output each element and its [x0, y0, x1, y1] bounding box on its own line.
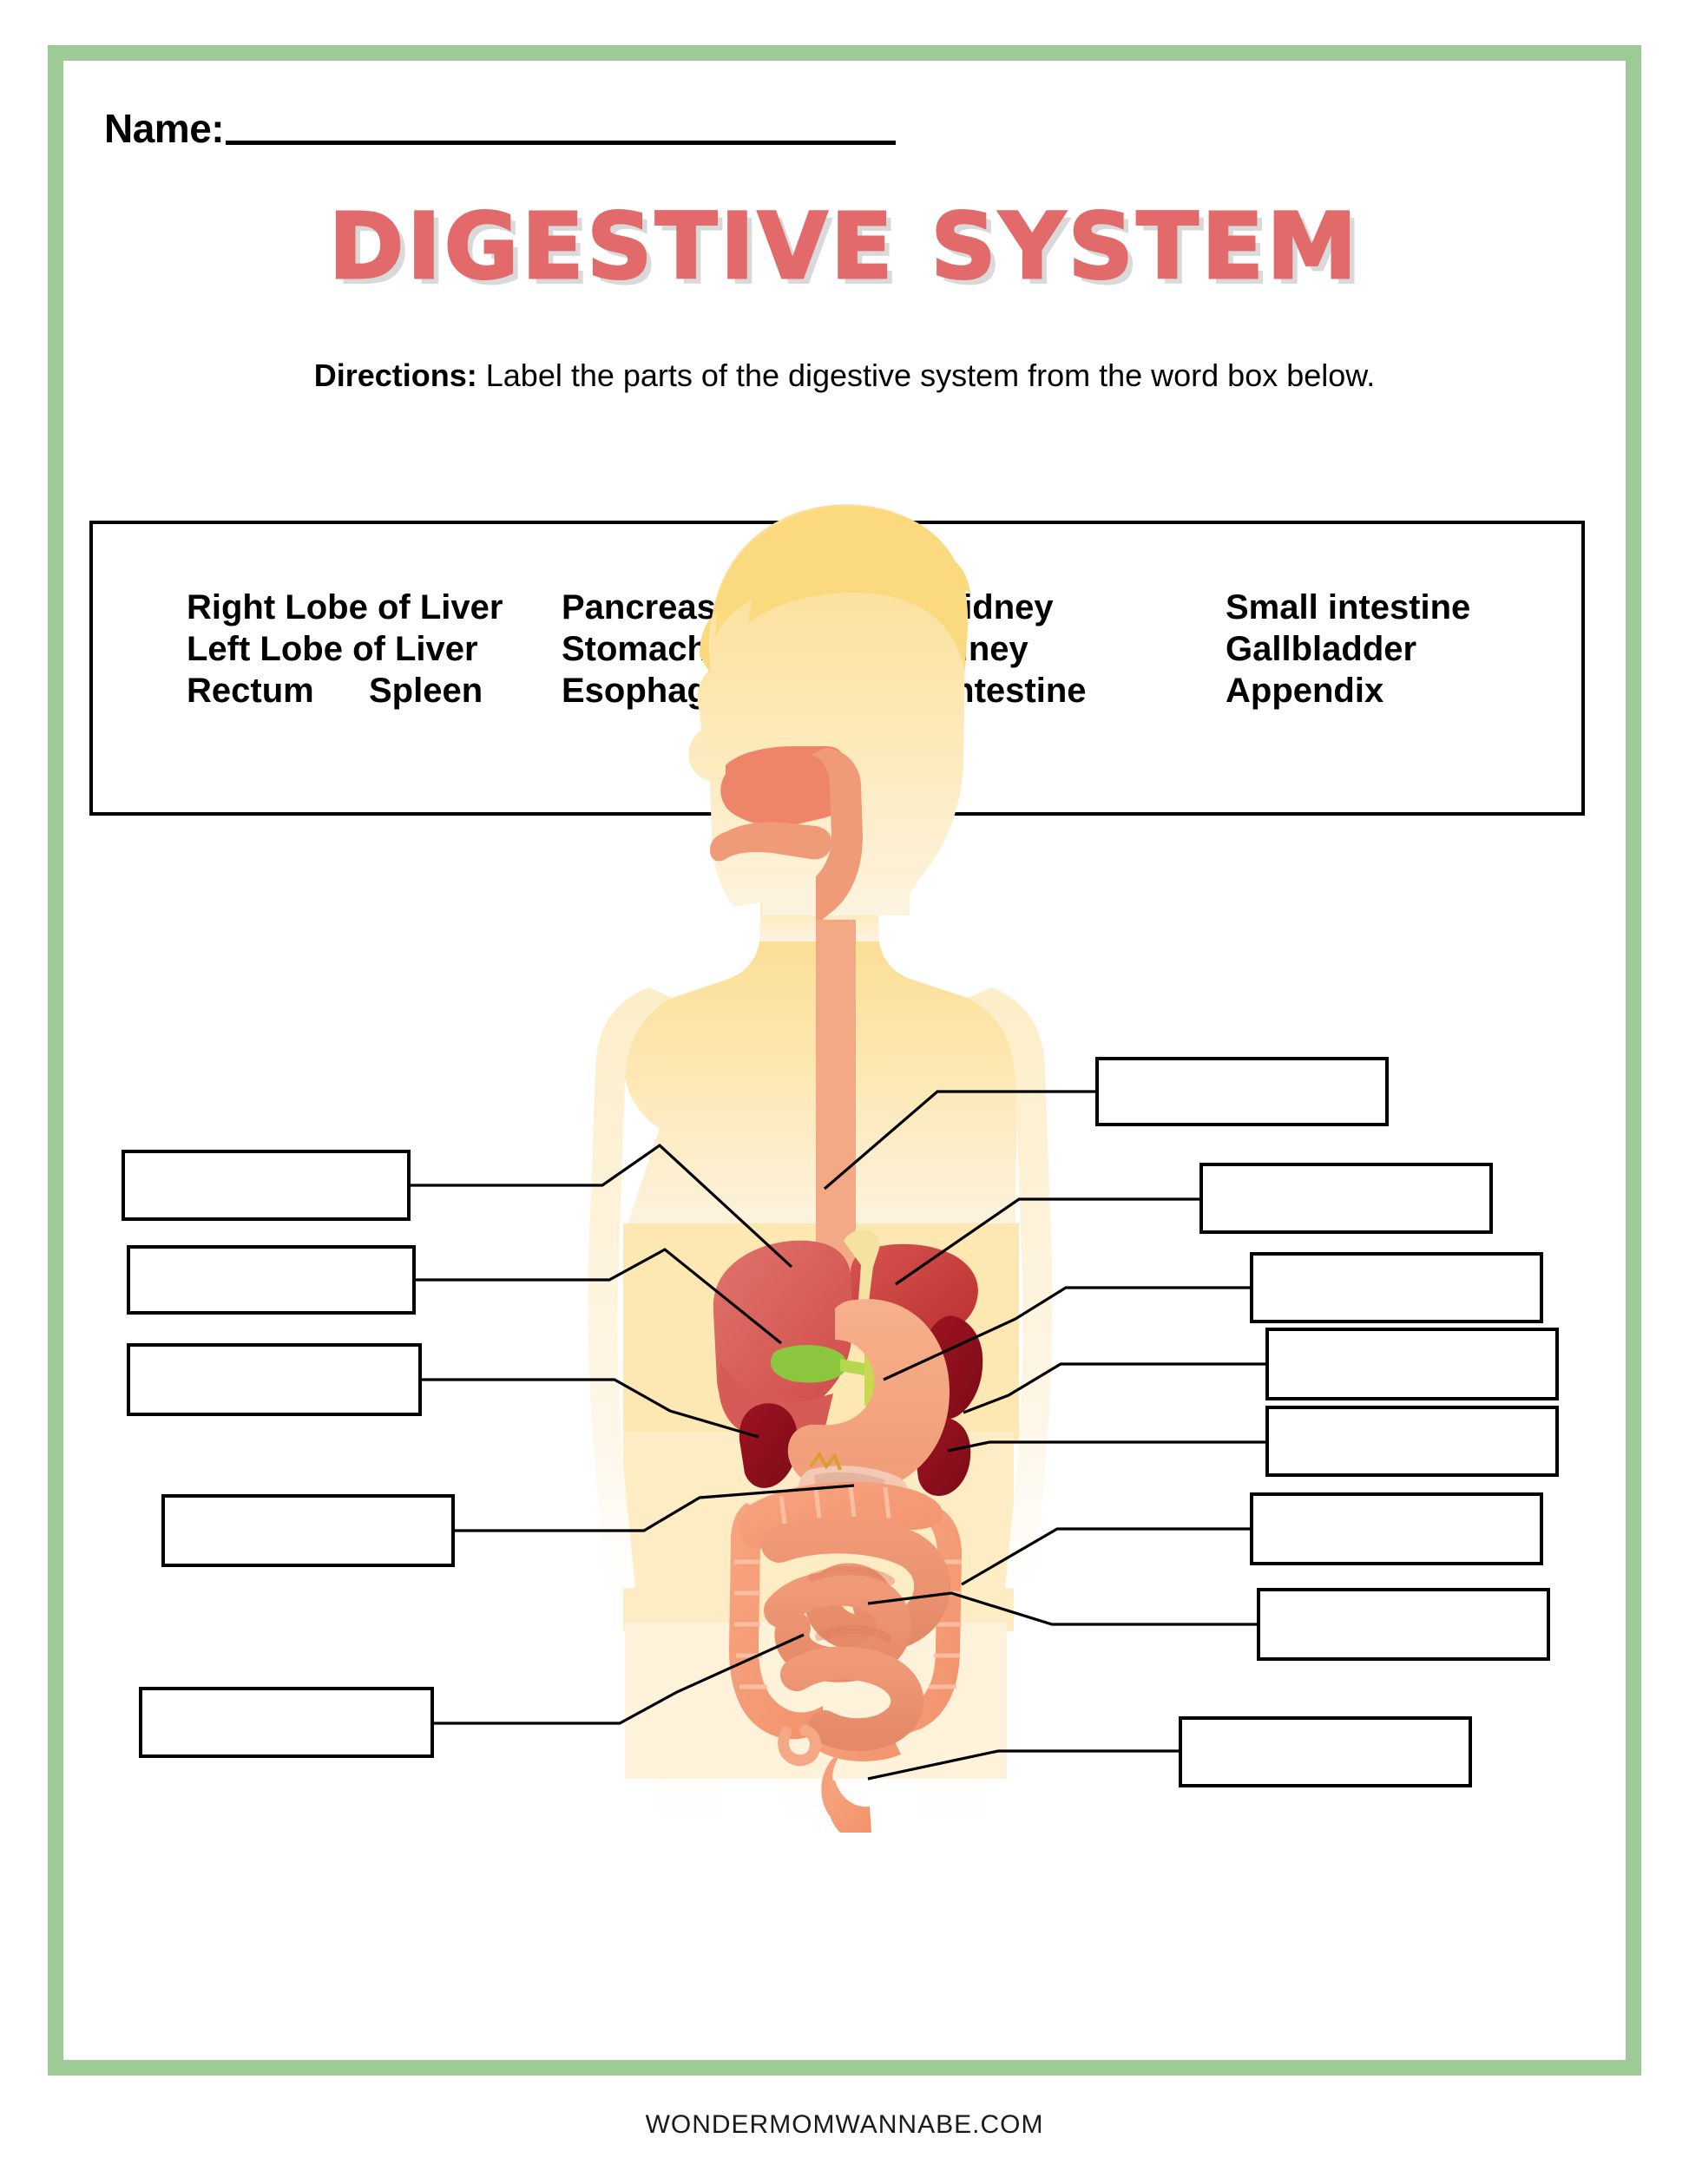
answer-box-left-2[interactable] [127, 1245, 416, 1315]
appendix [778, 1724, 822, 1767]
answer-box-right-3[interactable] [1250, 1252, 1543, 1323]
word-bank-term[interactable]: Stomach [562, 630, 708, 668]
word-bank-term[interactable]: Gallbladder [1226, 630, 1417, 668]
answer-box-right-7[interactable] [1257, 1588, 1550, 1661]
word-bank-term[interactable]: Pancreas [562, 588, 716, 626]
word-bank-term[interactable]: Appendix [1226, 672, 1384, 710]
word-bank-term[interactable]: Spleen [369, 672, 483, 710]
answer-box-right-4[interactable] [1265, 1328, 1559, 1400]
leader-lines [411, 1090, 1265, 1781]
answer-box-right-1[interactable] [1095, 1057, 1389, 1126]
leader-liver-right-lobe [411, 1143, 793, 1269]
answer-box-right-8[interactable] [1179, 1716, 1472, 1787]
word-bank-term[interactable]: Small intestine [1226, 588, 1471, 626]
answer-box-left-4[interactable] [161, 1494, 455, 1567]
leader-spleen [963, 1362, 1265, 1414]
name-label: Name: [104, 106, 225, 151]
answer-box-right-2[interactable] [1199, 1163, 1493, 1234]
leader-pancreas [455, 1484, 855, 1532]
footer-site-credit: WONDERMOMWANNABE.COM [645, 2110, 1044, 2139]
leader-gallbladder [416, 1248, 783, 1345]
leader-liver-left-lobe [895, 1197, 1199, 1286]
answer-box-right-6[interactable] [1250, 1492, 1543, 1565]
word-bank-term[interactable]: Left Lobe of Liver [187, 630, 478, 668]
directions-line: Directions: Label the parts of the diges… [0, 357, 1689, 394]
leader-appendix [434, 1633, 805, 1725]
page-title: DIGESTIVE SYSTEM [327, 193, 1361, 299]
rectum [821, 1751, 871, 1833]
answer-box-left-5[interactable] [139, 1687, 434, 1758]
word-bank-term[interactable]: Rectum [187, 672, 314, 710]
name-row: Name: [104, 106, 897, 151]
leader-kidney-left [947, 1440, 1265, 1453]
stomach [787, 1298, 950, 1495]
leader-rectum [867, 1749, 1179, 1781]
name-write-line[interactable] [226, 141, 897, 145]
mouth-and-pharynx [710, 746, 863, 925]
leader-esophagus [823, 1090, 1095, 1190]
leader-small-intestine [867, 1591, 1257, 1626]
directions-label: Directions: [313, 357, 477, 393]
leader-stomach-upper [883, 1286, 1250, 1381]
word-bank-term[interactable]: Right Lobe of Liver [187, 588, 503, 626]
answer-box-right-5[interactable] [1265, 1406, 1559, 1477]
directions-text: Label the parts of the digestive system … [476, 357, 1376, 393]
leader-kidney-right [422, 1378, 759, 1439]
leader-large-intestine [961, 1527, 1250, 1586]
small-intestine [761, 1517, 951, 1752]
answer-box-left-3[interactable] [127, 1343, 422, 1416]
answer-box-left-1[interactable] [122, 1150, 411, 1221]
